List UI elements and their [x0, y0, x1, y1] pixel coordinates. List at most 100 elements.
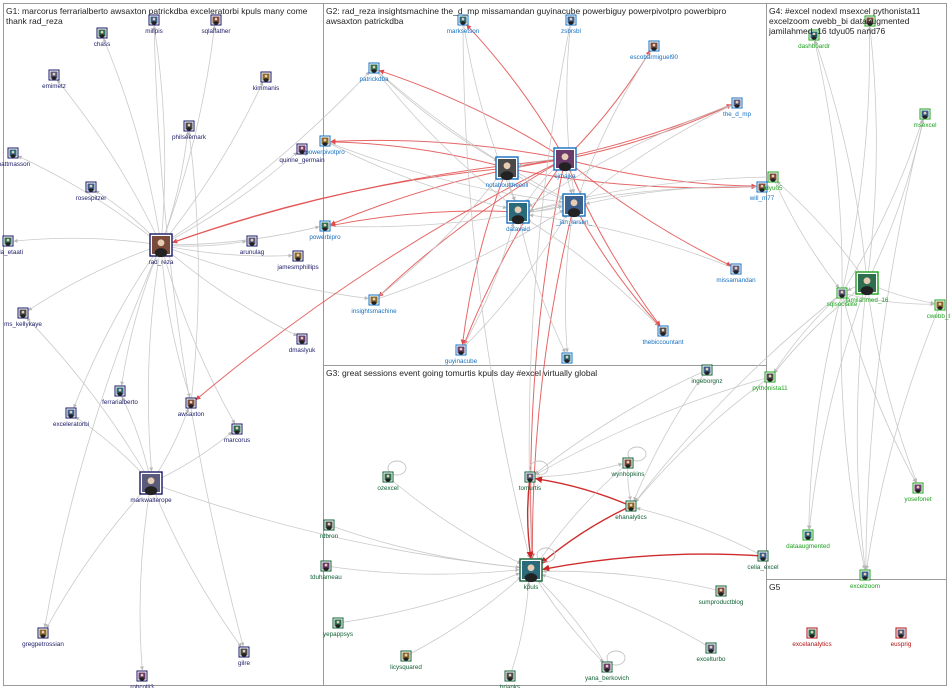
edge-yepappsys-to-kpuls — [338, 573, 519, 623]
node-marcorus[interactable]: marcorus — [224, 424, 250, 444]
node-mattmasson[interactable]: mattmasson — [0, 148, 31, 168]
edge-jan_larsen-to-powerbiguy — [565, 205, 574, 352]
node-body-brianks — [508, 677, 513, 681]
node-body-cjmajka — [559, 162, 572, 171]
node-head-tduhameau — [325, 564, 328, 567]
node-body-datavaid — [512, 215, 525, 224]
edge-tdyu05-to-sqlsocialite — [773, 177, 839, 288]
node-body-emimetz — [52, 76, 57, 80]
node-eusprig[interactable]: eusprig — [891, 628, 912, 648]
node-label-powerbipro: powerbipro — [309, 234, 341, 241]
node-label-celia_excel: celia_excel — [747, 564, 778, 571]
node-body-ozexcel — [386, 478, 391, 482]
node-label-rosespitzer: rosespitzer — [76, 195, 107, 202]
node-label-notaboutthecell: notaboutthecell — [486, 182, 529, 189]
edge-rad_reza-to-chass — [104, 39, 161, 245]
node-dataaugmented[interactable]: dataaugmented — [786, 530, 830, 550]
node-thebiccountant[interactable]: thebiccountant — [643, 326, 684, 346]
node-ferrarialberto[interactable]: ferrarialberto — [102, 386, 138, 406]
node-head-guyinacube — [460, 348, 463, 351]
node-excelturbo[interactable]: excelturbo — [696, 643, 726, 663]
node-head-sumproductblog — [720, 589, 723, 592]
node-rad_reza[interactable]: rad_reza — [149, 234, 174, 266]
node-label-patrickdba: patrickdba — [359, 76, 389, 83]
node-chass[interactable]: chass — [94, 28, 110, 48]
node-body-excelturbo — [709, 649, 714, 653]
node-body-kimmanis — [264, 78, 269, 82]
node-label-marksetson: marksetson — [447, 28, 480, 35]
node-label-excelturbo: excelturbo — [696, 656, 726, 663]
node-yana_berkovich[interactable]: yana_berkovich — [585, 662, 630, 682]
node-insightsmachine[interactable]: insightsmachine — [351, 295, 397, 315]
node-msexcel[interactable]: msexcel — [913, 109, 936, 129]
node-sumproductblog[interactable]: sumproductblog — [699, 586, 744, 606]
node-guyinacube[interactable]: guyinacube — [445, 345, 478, 365]
edge-kpuls-to-yana_berkovich — [531, 570, 603, 662]
node-excelanalytics[interactable]: excelanalytics — [792, 628, 831, 648]
node-jan_larsen[interactable]: _jan_larsen_ — [555, 194, 593, 226]
edge-cjmajka-to-the_d_mp — [565, 105, 731, 159]
node-head-celia_excel — [762, 554, 765, 557]
edge-celia_excel-to-kpuls — [543, 554, 763, 569]
node-label-millpis: millpis — [145, 28, 163, 35]
node-dmaslyuk[interactable]: dmaslyuk — [289, 334, 316, 354]
node-licysquared[interactable]: licysquared — [390, 651, 422, 671]
node-jamesmphillips[interactable]: jamesmphillips — [276, 251, 318, 271]
node-gilre[interactable]: gilre — [238, 647, 250, 667]
node-datavaid[interactable]: datavaid — [506, 201, 530, 233]
node-excelzoom[interactable]: excelzoom — [850, 570, 880, 590]
node-label-robcolli3: robcolli3 — [130, 684, 154, 688]
edge-pythonista11-to-tomurtis — [536, 377, 770, 475]
node-body-tdyu05 — [771, 178, 776, 182]
node-tduhameau[interactable]: tduhameau — [310, 561, 342, 581]
node-label-dataaugmented: dataaugmented — [786, 543, 830, 550]
node-brianks[interactable]: brianks — [500, 671, 520, 688]
node-powerpivotpro[interactable]: powerpivotpro — [305, 136, 345, 156]
edge-rad_reza-to-marcorus — [161, 245, 235, 423]
node-label-quinne_germain: quinne_germain — [279, 157, 325, 164]
node-jamilahmed_16[interactable]: jamilahmed_16 — [845, 272, 889, 304]
node-awsaxton[interactable]: awsaxton — [178, 398, 205, 418]
edge-awsaxton-to-philseemark — [189, 132, 198, 403]
node-body-eusprig — [899, 634, 904, 638]
node-label-msexcel: msexcel — [913, 122, 936, 129]
node-head-yosefonet — [917, 486, 920, 489]
group-label-g4: G4: #excel nodexl msexcel pythonista11 e… — [769, 6, 944, 36]
edge-brianks-to-kpuls — [510, 582, 529, 676]
node-kimmanis[interactable]: kimmanis — [253, 72, 280, 92]
node-head-excelturbo — [710, 646, 713, 649]
node-powerbiguy[interactable] — [562, 353, 572, 363]
node-powerbipro[interactable]: powerbipro — [309, 221, 341, 241]
node-body-ms_kellykaye — [21, 314, 26, 318]
node-ms_kellykaye[interactable]: ms_kellykaye — [4, 308, 42, 328]
node-escobarmiguel90[interactable]: escobarmiguel90 — [630, 41, 678, 61]
node-robcolli3[interactable]: robcolli3 — [130, 671, 154, 688]
edge-cjmajka-to-marksetson — [467, 25, 565, 159]
node-emimetz[interactable]: emimetz — [42, 70, 66, 90]
node-label-awsaxton: awsaxton — [178, 411, 205, 418]
node-yosefonet[interactable]: yosefonet — [904, 483, 932, 503]
node-head-thebiccountant — [662, 329, 665, 332]
node-leila_etaati[interactable]: leila_etaati — [0, 236, 23, 256]
node-arunulag[interactable]: arunulag — [240, 236, 265, 256]
edge-jamilahmed_16-to-excelzoom — [857, 283, 867, 569]
node-philseemark[interactable]: philseemark — [172, 121, 207, 141]
node-missamandan[interactable]: missamandan — [716, 264, 756, 284]
node-yepappsys[interactable]: yepappsys — [323, 618, 353, 638]
node-body-licysquared — [404, 657, 409, 661]
node-patrickdba[interactable]: patrickdba — [359, 63, 389, 83]
node-gregpetrossian[interactable]: gregpetrossian — [22, 628, 64, 648]
node-label-yepappsys: yepappsys — [323, 631, 353, 638]
edge-jamilahmed_16-to-dashboardr — [815, 41, 867, 283]
node-label-sqlsocialite: sqlsocialite — [827, 301, 858, 308]
node-rdbron[interactable]: rdbron — [320, 520, 339, 540]
node-rosespitzer[interactable]: rosespitzer — [76, 182, 107, 202]
node-exceleratorbi[interactable]: exceleratorbi — [53, 408, 89, 428]
node-celia_excel[interactable]: celia_excel — [747, 551, 778, 571]
node-head-chass — [101, 31, 104, 34]
edge-cjmajka-to-thebiccountant — [565, 159, 660, 326]
node-cwebb_bi[interactable]: cwebb_bi — [927, 300, 950, 320]
node-head-emimetz — [53, 73, 56, 76]
node-kpuls[interactable]: kpuls — [520, 559, 542, 591]
node-cjmajka[interactable]: cjmajka — [554, 148, 576, 180]
